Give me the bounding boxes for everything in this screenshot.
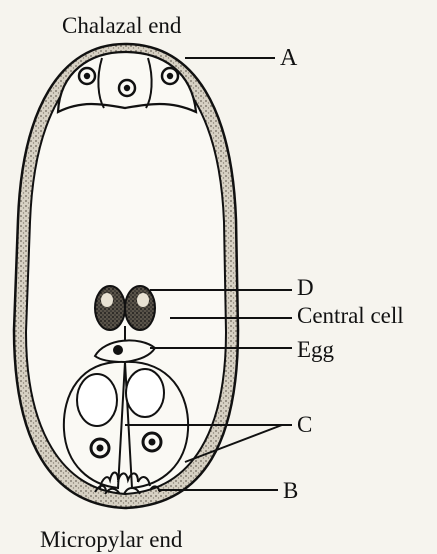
micropylar-end-label: Micropylar end: [40, 527, 183, 552]
central-cell-cavity: [26, 56, 226, 494]
label-c: C: [297, 412, 312, 437]
chalazal-end-label: Chalazal end: [62, 13, 182, 38]
label-b: B: [283, 478, 298, 503]
label-d: D: [297, 275, 314, 300]
label-central-cell: Central cell: [297, 303, 404, 328]
label-egg: Egg: [297, 337, 335, 362]
label-a: A: [280, 45, 298, 71]
